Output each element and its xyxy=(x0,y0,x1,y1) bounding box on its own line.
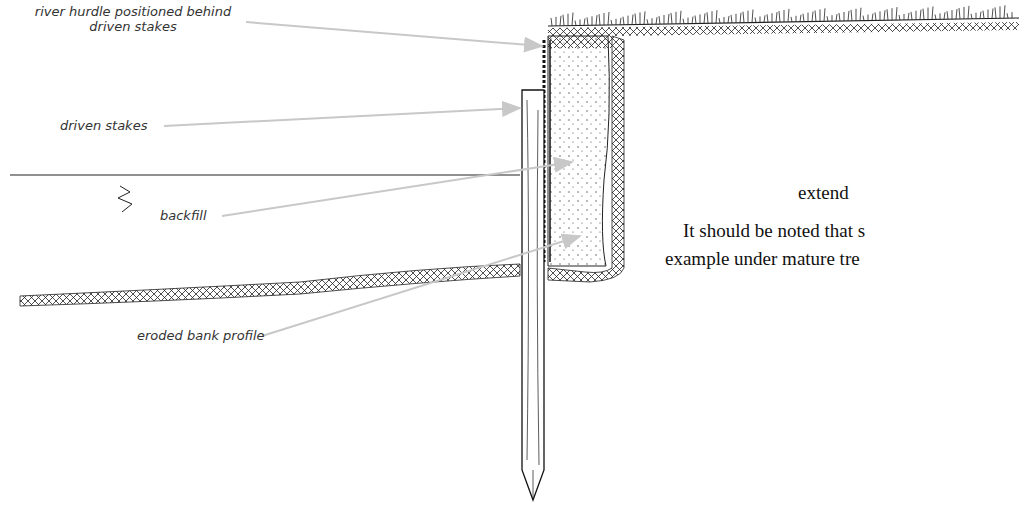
body-text: example under mature tre xyxy=(665,248,860,270)
stakes-label: driven stakes xyxy=(60,118,147,133)
bank-profile-label: eroded bank profile xyxy=(137,328,265,343)
hurdle-label: river hurdle positioned behind driven st… xyxy=(28,4,238,34)
body-text: It should be noted that s xyxy=(683,220,865,242)
backfill-label: backfill xyxy=(160,208,207,223)
body-text: extend xyxy=(798,182,849,204)
